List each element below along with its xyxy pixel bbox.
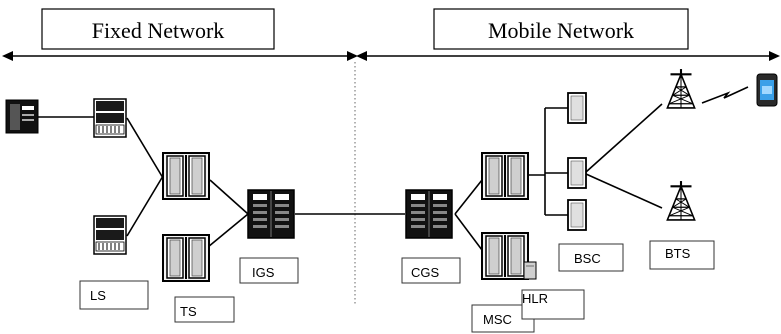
bsc-unit-icon: [567, 92, 587, 124]
bsc-unit-icon: [567, 157, 587, 189]
svg-text:BTS: BTS: [665, 246, 691, 261]
radio-link: [701, 86, 749, 104]
label-hlr: HLR: [521, 289, 585, 320]
label-bsc: BSC: [558, 243, 624, 272]
msc-cabinet-icon: [481, 232, 529, 280]
svg-text:HLR: HLR: [522, 291, 548, 306]
telephone-icon: [5, 99, 39, 134]
svg-text:BSC: BSC: [574, 251, 601, 266]
connections: [38, 103, 663, 251]
local-switch-icon: [93, 215, 127, 255]
label-ts: TS: [174, 296, 235, 323]
fixed-network-banner: [41, 8, 275, 50]
local-switch-icon: [93, 98, 127, 138]
antenna-tower-icon: [666, 180, 696, 222]
label-ls: LS: [79, 280, 149, 310]
label-cgs: CGS: [401, 257, 461, 284]
msc-cabinet-icon: [481, 152, 529, 200]
fixed-network-arrow: [2, 51, 358, 61]
mobile-network-arrow: [356, 51, 780, 61]
cellular-gateway-switch-icon: [405, 189, 453, 239]
fixed-network-title: Fixed Network: [92, 18, 225, 43]
mobile-network-banner: [433, 8, 689, 50]
svg-text:MSC: MSC: [483, 312, 512, 327]
mobile-network-title: Mobile Network: [488, 18, 634, 43]
bsc-unit-icon: [567, 199, 587, 231]
label-igs: IGS: [239, 257, 299, 284]
label-bts: BTS: [649, 240, 715, 270]
local-switch-cabinet-icon: [162, 152, 210, 200]
svg-text:CGS: CGS: [411, 265, 440, 280]
mobile-phone-icon: [756, 73, 778, 107]
database-icon: [523, 261, 537, 280]
svg-text:IGS: IGS: [252, 265, 275, 280]
transit-switch-icon: [162, 234, 210, 282]
antenna-tower-icon: [666, 68, 696, 110]
svg-text:LS: LS: [90, 288, 106, 303]
international-gateway-switch-icon: [247, 189, 295, 239]
svg-text:TS: TS: [180, 304, 197, 319]
